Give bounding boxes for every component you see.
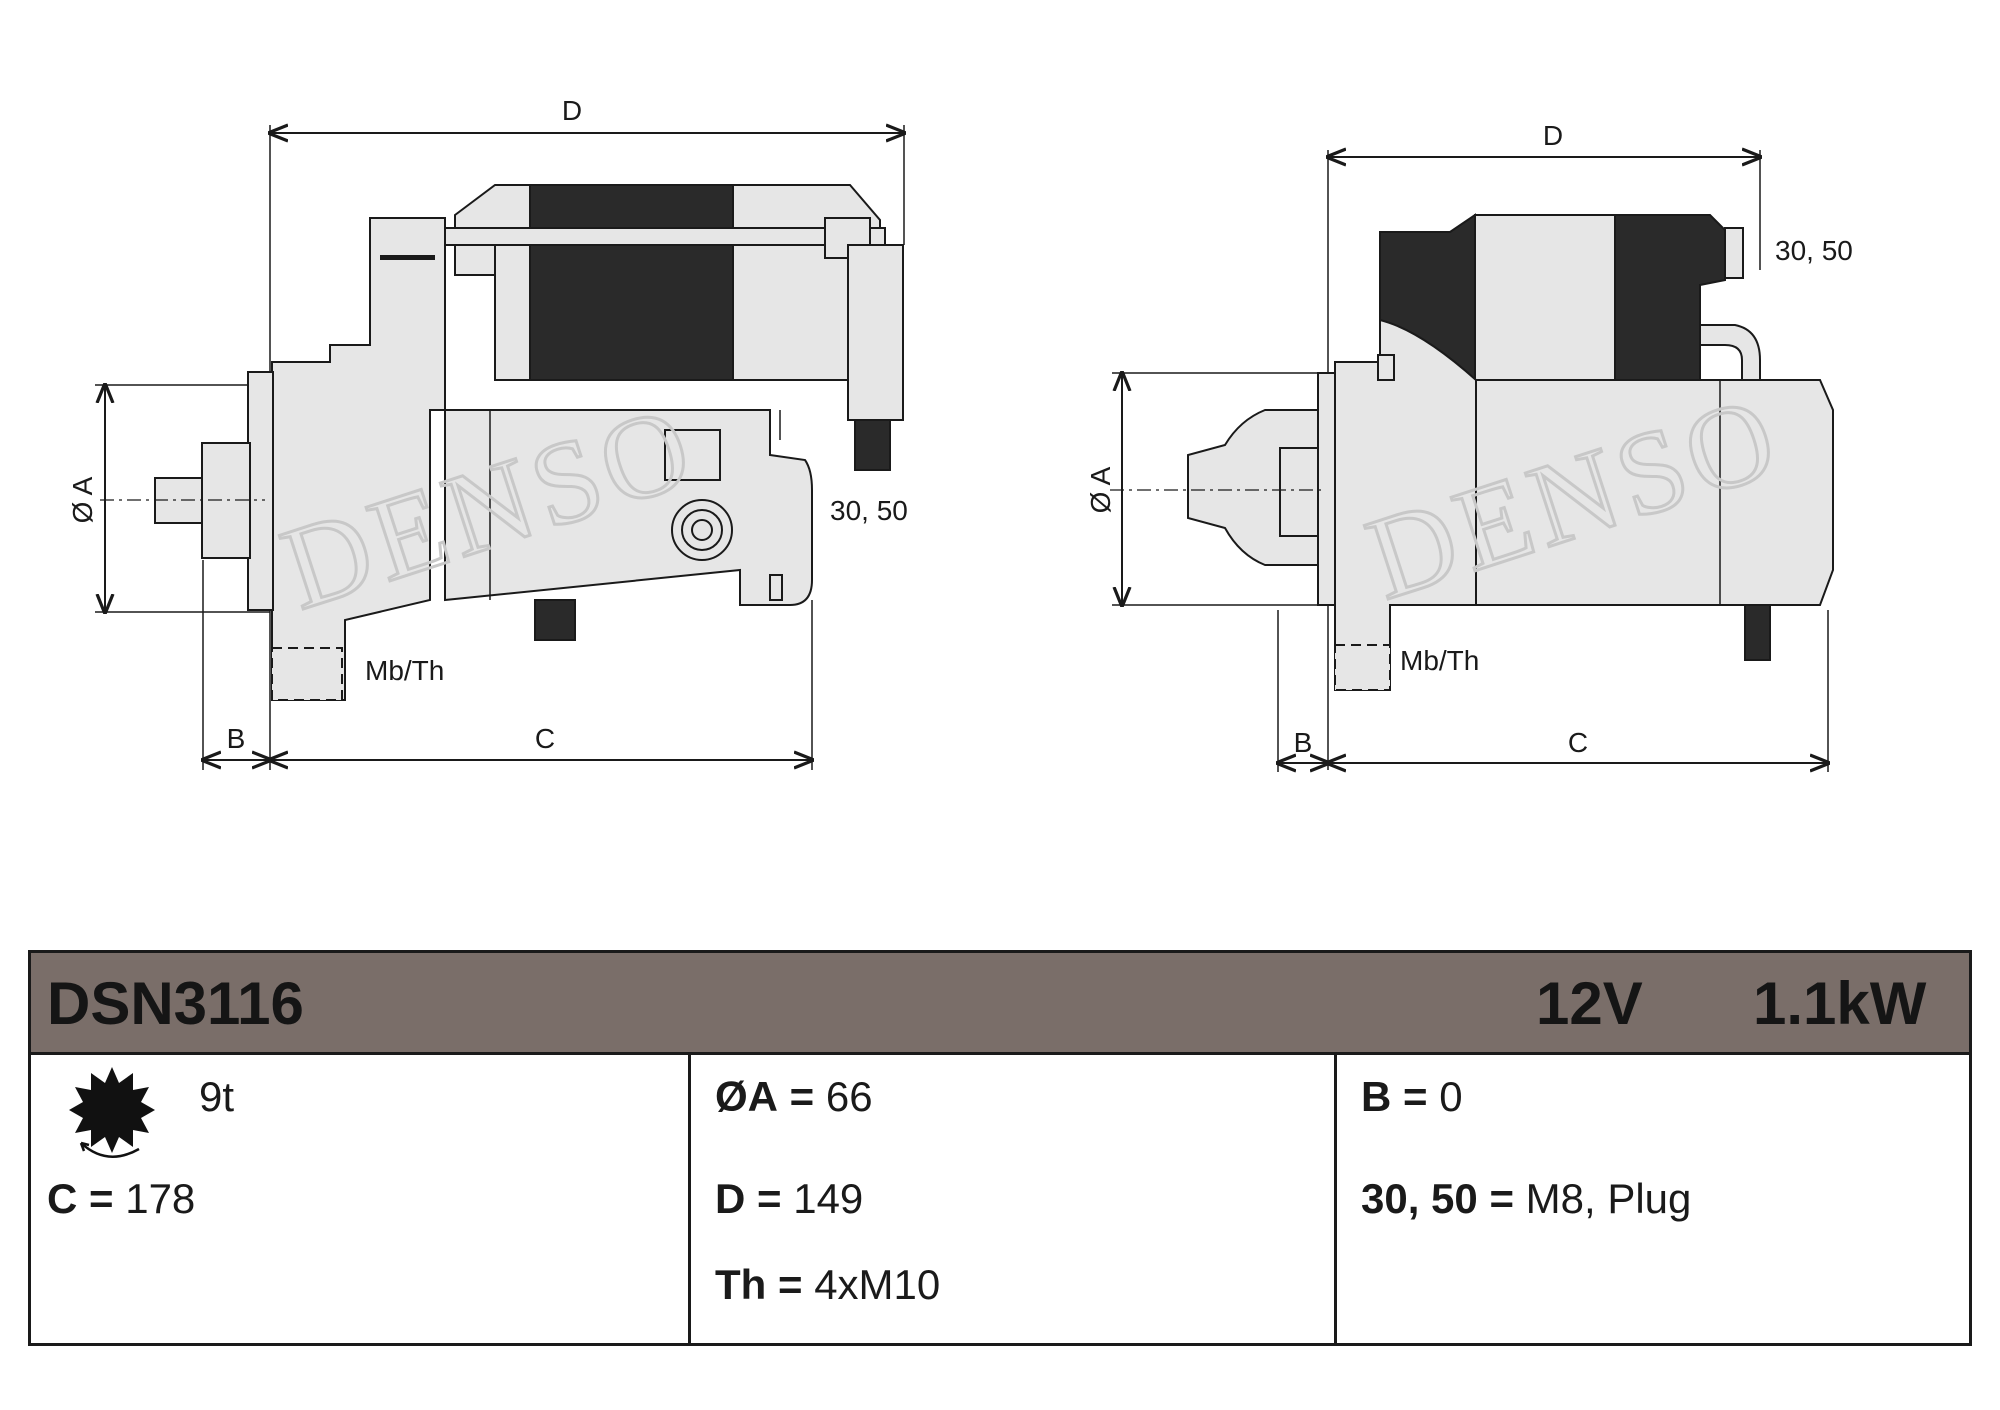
spec-d-label: D xyxy=(715,1175,746,1222)
left-terminal-label: 30, 50 xyxy=(830,495,908,526)
power-rating: 1.1kW xyxy=(1753,970,1927,1037)
left-view: DENSO xyxy=(95,125,904,770)
spec-c: C = 178 xyxy=(47,1175,195,1223)
right-dim-b: B xyxy=(1294,727,1313,758)
right-mount-label: Mb/Th xyxy=(1400,645,1479,676)
right-dim-c: C xyxy=(1568,727,1588,758)
spec-b-value: 0 xyxy=(1439,1073,1463,1120)
spec-terminal-value: M8, Plug xyxy=(1525,1175,1692,1222)
spec-terminal-equals: = xyxy=(1489,1175,1514,1222)
spec-header: DSN3116 12V 1.1kW xyxy=(31,953,1969,1055)
spec-c-label: C xyxy=(47,1175,78,1222)
spec-d-value: 149 xyxy=(793,1175,864,1222)
left-dim-a: Ø A xyxy=(67,476,98,523)
right-view: DENSO xyxy=(1110,150,1834,772)
technical-drawing: DENSO D Ø A B C 30, 50 Mb/Th xyxy=(67,95,1853,900)
spec-b: B = 0 xyxy=(1361,1073,1463,1121)
spec-table: DSN3116 12V 1.1kW 9t C = 178 ØA = 66 D =… xyxy=(28,950,1972,1346)
right-dim-a: Ø A xyxy=(1085,466,1116,513)
spec-b-label: B xyxy=(1361,1073,1392,1120)
pinion-gear-icon xyxy=(69,1067,155,1158)
voltage: 12V xyxy=(1536,970,1643,1037)
spec-c-value: 178 xyxy=(125,1175,196,1222)
part-number: DSN3116 xyxy=(47,970,304,1037)
spec-th: Th = 4xM10 xyxy=(715,1261,940,1309)
right-terminal-label: 30, 50 xyxy=(1775,235,1853,266)
left-dim-b: B xyxy=(227,723,246,754)
spec-terminal-label: 30, 50 xyxy=(1361,1175,1478,1222)
spec-b-equals: = xyxy=(1403,1073,1428,1120)
spec-column-2: ØA = 66 D = 149 Th = 4xM10 xyxy=(691,1055,1337,1343)
spec-c-equals: = xyxy=(89,1175,114,1222)
spec-a-label: ØA xyxy=(715,1073,778,1120)
spec-th-value: 4xM10 xyxy=(814,1261,941,1308)
teeth-count: 9t xyxy=(199,1073,235,1120)
spec-column-3: B = 0 30, 50 = M8, Plug xyxy=(1337,1055,1969,1343)
spec-a: ØA = 66 xyxy=(715,1073,873,1121)
spec-d-equals: = xyxy=(757,1175,782,1222)
spec-terminal: 30, 50 = M8, Plug xyxy=(1361,1175,1691,1223)
right-dim-d: D xyxy=(1543,120,1563,151)
spec-a-equals: = xyxy=(789,1073,815,1120)
left-mount-label: Mb/Th xyxy=(365,655,444,686)
spec-column-1: 9t C = 178 xyxy=(31,1055,691,1343)
left-dim-c: C xyxy=(535,723,555,754)
spec-th-equals: = xyxy=(777,1261,803,1308)
spec-a-value: 66 xyxy=(825,1073,873,1120)
left-dim-d: D xyxy=(562,95,582,126)
spec-d: D = 149 xyxy=(715,1175,863,1223)
spec-th-label: Th xyxy=(715,1261,767,1308)
